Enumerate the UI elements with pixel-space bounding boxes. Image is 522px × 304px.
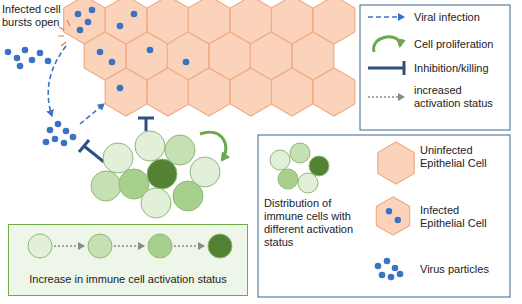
legend-samples: [368, 17, 404, 97]
activation-scale: [28, 234, 232, 258]
legend-text: Distribution of immune cells with differ…: [264, 197, 368, 249]
legend-box: [360, 5, 510, 130]
annotation-label: Infected cell bursts open: [2, 3, 62, 29]
legend-box: [258, 135, 510, 297]
hexagon-shape: [378, 142, 414, 184]
legend-text: Cell proliferation: [414, 38, 508, 51]
burst-marks: [58, 20, 70, 46]
legend-box: Increase in immune cell activation statu…: [8, 224, 248, 296]
legend-text: Infected Epithelial Cell: [420, 204, 506, 230]
legend-text: Uninfected Epithelial Cell: [420, 144, 506, 170]
legend-text: Virus particles: [420, 263, 506, 276]
proliferation-arrow: [200, 132, 226, 160]
immune-cells: [91, 131, 220, 218]
legend-swatch: [375, 140, 417, 186]
epithelium: [64, 0, 355, 116]
legend-text: Viral infection: [414, 11, 508, 24]
viral-infection-arrows: [48, 46, 104, 124]
legend-text: Inhibition/killing: [414, 62, 508, 75]
activation-box-fill: [8, 224, 248, 296]
box-caption: Increase in immune cell activation statu…: [9, 273, 247, 286]
legend-text: increased activation status: [414, 84, 508, 110]
hexagon-swatch: [375, 140, 417, 186]
